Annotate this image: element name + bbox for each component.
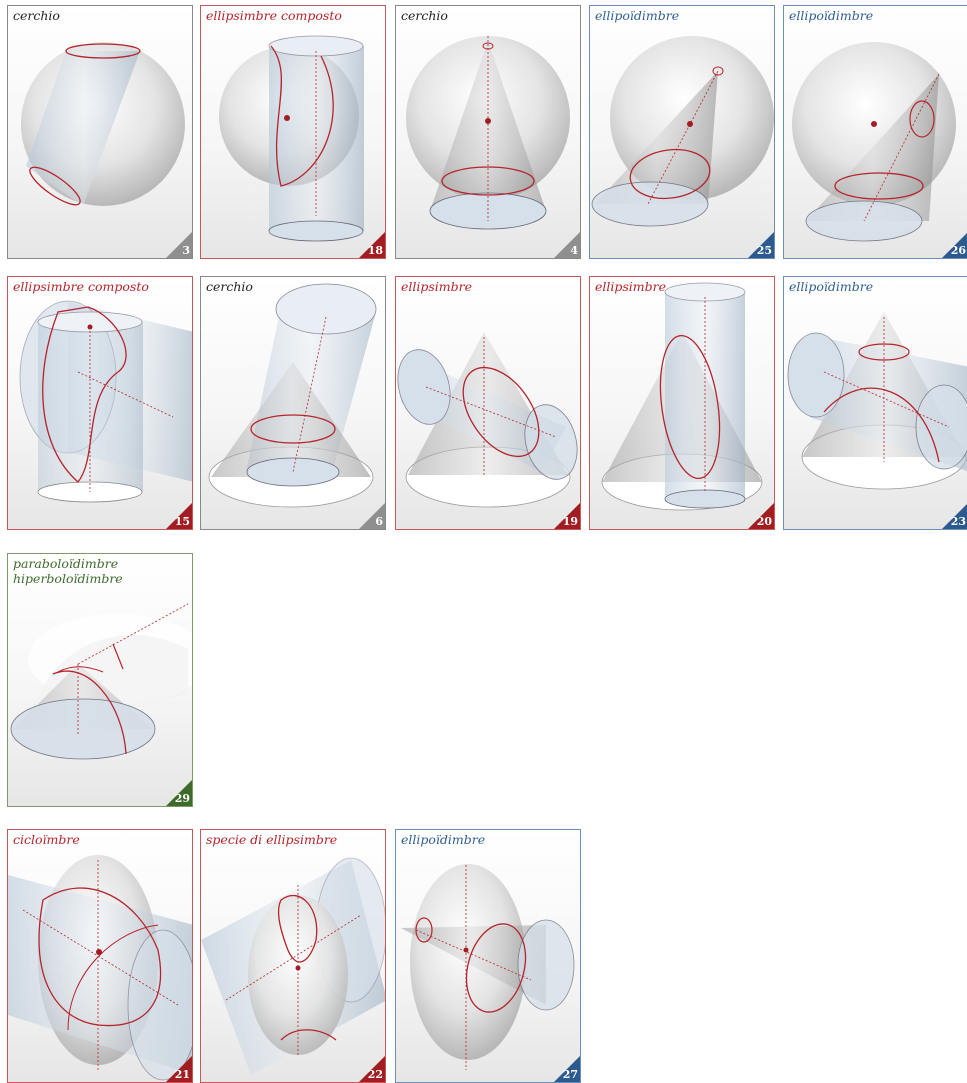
sphere-cylinder-figure [21, 42, 185, 206]
card-title: ellipsimbre composto [13, 279, 149, 294]
card-ellipoidimbre-27[interactable]: ellipoïdimbre 27 [395, 829, 581, 1083]
figure-number-badge: 6 [359, 503, 385, 529]
figure-number-badge: 25 [748, 232, 774, 258]
figure-number-badge: 15 [166, 503, 192, 529]
card-ellipsimbre-20[interactable]: ellipsimbre 20 [589, 276, 775, 530]
figure-number-badge: 3 [166, 232, 192, 258]
sphere-cone-figure [792, 42, 956, 242]
card-title: ellipoïdimbre [789, 8, 874, 23]
card-title: paraboloïdimbre hiperboloïdimbre [13, 556, 123, 586]
card-title: specie di ellipsimbre [206, 832, 338, 847]
card-title: cerchio [206, 279, 253, 294]
card-title: cicloïmbre [13, 832, 80, 847]
figure-number-badge: 4 [554, 232, 580, 258]
card-title: ellipoïdimbre [789, 279, 874, 294]
card-cerchio-3[interactable]: cerchio 3 [7, 5, 193, 259]
card-ellipoidimbre-26[interactable]: ellipoïdimbre 26 [783, 5, 967, 259]
cylinders-figure [19, 300, 192, 503]
card-title: cerchio [13, 8, 60, 23]
card-title: ellipoïdimbre [401, 832, 486, 847]
card-cicloimbre-21[interactable]: cicloïmbre 21 [7, 829, 193, 1083]
figure-number-badge: 27 [554, 1056, 580, 1082]
ellipsoid-cone-figure [401, 864, 575, 1070]
sphere-cone-figure [591, 36, 774, 227]
card-ellipoidimbre-25[interactable]: ellipoïdimbre 25 [589, 5, 775, 259]
card-specie-di-ellipsimbre-22[interactable]: specie di ellipsimbre 22 [200, 829, 386, 1083]
card-paraboloidimbre-29[interactable]: paraboloïdimbre hiperboloïdimbre 29 [7, 553, 193, 807]
card-cerchio-6[interactable]: cerchio 6 [200, 276, 386, 530]
figure-number-badge: 18 [359, 232, 385, 258]
figure-number-badge: 26 [942, 232, 967, 258]
figure-number-badge: 22 [359, 1056, 385, 1082]
card-title: ellipsimbre [401, 279, 473, 294]
card-title: ellipsimbre composto [206, 8, 342, 23]
ellipsoid-cylinder-figure [201, 857, 385, 1075]
figure-number-badge: 23 [942, 503, 967, 529]
cone-cylinder-figure [397, 332, 578, 508]
card-title: cerchio [401, 8, 448, 23]
paraboloid-cone-figure [10, 603, 192, 760]
figure-number-badge: 29 [166, 780, 192, 806]
figure-number-badge: 21 [166, 1056, 192, 1082]
ellipsoid-cylinder-figure [8, 855, 192, 1081]
card-cerchio-4[interactable]: cerchio 4 [395, 5, 581, 259]
figure-number-badge: 19 [554, 503, 580, 529]
card-ellipoidimbre-23[interactable]: ellipoïdimbre 23 [783, 276, 967, 530]
card-title: ellipsimbre [595, 279, 667, 294]
cone-cylinder-figure [208, 283, 377, 508]
card-ellipsimbre-composto-15[interactable]: ellipsimbre composto 15 [7, 276, 193, 530]
cone-cylinder-figure [787, 312, 967, 490]
card-ellipsimbre-composto-18[interactable]: ellipsimbre composto 18 [200, 5, 386, 259]
cone-cylinder-figure [601, 282, 763, 511]
figure-number-badge: 20 [748, 503, 774, 529]
sphere-cylinder-figure [219, 35, 364, 242]
card-ellipsimbre-19[interactable]: ellipsimbre 19 [395, 276, 581, 530]
card-title: ellipoïdimbre [595, 8, 680, 23]
sphere-cone-figure [406, 36, 570, 230]
